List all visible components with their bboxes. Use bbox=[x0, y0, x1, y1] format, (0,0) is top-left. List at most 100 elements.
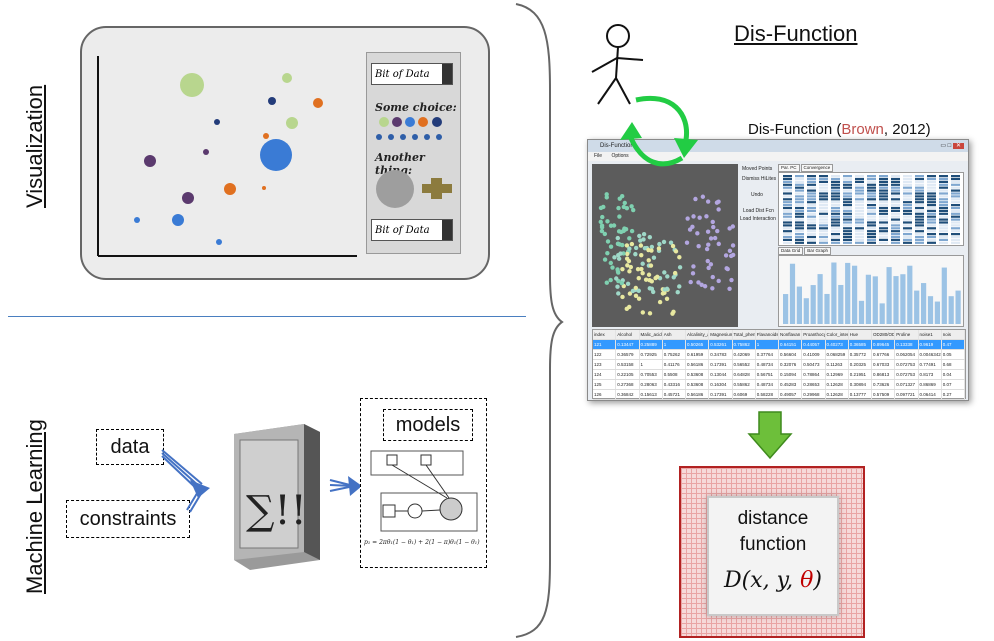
grid-cell[interactable]: 0.12628 bbox=[826, 390, 849, 399]
choice-option[interactable] bbox=[405, 117, 415, 127]
grid-cell[interactable]: 0.21951 bbox=[849, 370, 872, 379]
grid-cell[interactable]: 0.25889 bbox=[640, 340, 663, 349]
grid-cell[interactable]: 0.37764 bbox=[756, 350, 779, 359]
tab-data-grid[interactable]: Data Grid bbox=[778, 247, 804, 255]
grid-cell[interactable]: 0.16304 bbox=[709, 380, 733, 389]
grid-cell[interactable]: 0.17391 bbox=[709, 390, 733, 399]
tab-convergence[interactable]: Convergence bbox=[800, 164, 834, 172]
tab-bar-graph[interactable]: Bar Graph bbox=[804, 247, 832, 255]
grid-cell[interactable]: 0.73626 bbox=[872, 380, 896, 389]
choice-option[interactable] bbox=[379, 117, 389, 127]
grid-header-cell[interactable]: Total_phen bbox=[733, 330, 756, 339]
grid-header-cell[interactable]: noise1 bbox=[919, 330, 942, 339]
grid-cell[interactable]: 0.071327 bbox=[895, 380, 919, 389]
grid-cell[interactable]: 0.22105 bbox=[616, 370, 640, 379]
tab-par-pc[interactable]: Par. PC bbox=[778, 164, 800, 172]
grid-cell[interactable]: 0.29968 bbox=[802, 390, 826, 399]
grid-cell[interactable]: 0.28653 bbox=[802, 380, 826, 389]
grid-cell[interactable]: 0.50265 bbox=[686, 340, 710, 349]
size-option[interactable] bbox=[388, 134, 394, 140]
grid-cell[interactable]: 0.56604 bbox=[779, 350, 803, 359]
grid-cell[interactable]: 125 bbox=[593, 380, 617, 389]
size-option[interactable] bbox=[400, 134, 406, 140]
grid-cell[interactable]: 0.28063 bbox=[640, 380, 663, 389]
grid-cell[interactable]: 0.34783 bbox=[709, 350, 733, 359]
menu-file[interactable]: File bbox=[594, 153, 603, 159]
grid-cell[interactable]: 0.77491 bbox=[919, 360, 942, 369]
grid-cell[interactable]: 0.17391 bbox=[709, 360, 733, 369]
grid-cell[interactable]: 0.48734 bbox=[756, 360, 779, 369]
grid-cell[interactable]: 0.36579 bbox=[616, 350, 640, 359]
grid-cell[interactable]: 0.097721 bbox=[895, 390, 919, 399]
grid-cell[interactable]: 0.11263 bbox=[826, 360, 849, 369]
grid-cell[interactable]: 122 bbox=[593, 350, 617, 359]
grid-header-cell[interactable]: OD280/OD bbox=[873, 330, 896, 339]
minimize-icon[interactable]: ▭ bbox=[940, 143, 946, 149]
grid-cell[interactable]: 0.64151 bbox=[779, 340, 803, 349]
grid-cell[interactable]: 0.53608 bbox=[686, 380, 710, 389]
maximize-icon[interactable]: □ bbox=[947, 143, 952, 149]
grid-cell[interactable]: 0.56552 bbox=[733, 360, 756, 369]
grid-header-cell[interactable]: Proline bbox=[895, 330, 919, 339]
grid-cell[interactable]: 0.5508 bbox=[663, 370, 686, 379]
choice-option[interactable] bbox=[418, 117, 428, 127]
dismiss-hilites-button[interactable]: Dismiss HiLites bbox=[742, 176, 777, 182]
grid-cell[interactable]: 0.8173 bbox=[919, 370, 942, 379]
grid-cell[interactable]: 123 bbox=[593, 360, 617, 369]
grid-cell[interactable]: 0.07 bbox=[942, 380, 965, 389]
grid-cell[interactable]: 0.13447 bbox=[616, 340, 640, 349]
grid-cell[interactable]: 0.48734 bbox=[756, 380, 779, 389]
grid-cell[interactable]: 0.12628 bbox=[826, 380, 849, 389]
grid-header-cell[interactable]: Proanthocy bbox=[803, 330, 826, 339]
grid-cell[interactable]: 0.27 bbox=[942, 390, 965, 399]
slider-knob[interactable] bbox=[442, 64, 452, 84]
grid-cell[interactable]: 0.06414 bbox=[919, 390, 942, 399]
grid-cell[interactable]: 0.89645 bbox=[872, 340, 896, 349]
grid-header-cell[interactable]: Ash bbox=[663, 330, 686, 339]
grid-header-cell[interactable]: Magnesium bbox=[710, 330, 733, 339]
grid-cell[interactable]: 0.32076 bbox=[779, 360, 803, 369]
grid-cell[interactable]: 0.068259 bbox=[826, 350, 849, 359]
toggle-handle[interactable] bbox=[431, 178, 442, 199]
grid-cell[interactable]: 0.45721 bbox=[663, 390, 686, 399]
grid-header-cell[interactable]: Alcalinity_a bbox=[687, 330, 710, 339]
grid-cell[interactable]: 0.58228 bbox=[756, 390, 779, 399]
grid-cell[interactable]: 0.45283 bbox=[779, 380, 803, 389]
menu-options[interactable]: Options bbox=[611, 153, 629, 159]
grid-cell[interactable]: 0.50473 bbox=[802, 360, 826, 369]
load-interaction-button[interactable]: Load Interaction bbox=[740, 216, 776, 222]
grid-cell[interactable]: 0.13777 bbox=[849, 390, 872, 399]
grid-header-cell[interactable]: Flavanoids bbox=[756, 330, 779, 339]
grid-cell[interactable]: 1 bbox=[640, 360, 663, 369]
grid-cell[interactable]: 124 bbox=[593, 370, 617, 379]
grid-header-cell[interactable]: Hue bbox=[849, 330, 872, 339]
grid-cell[interactable]: 0.53158 bbox=[616, 360, 640, 369]
grid-cell[interactable]: 0.15094 bbox=[779, 370, 803, 379]
grid-cell[interactable]: 0.12969 bbox=[826, 370, 849, 379]
grid-cell[interactable]: 0.53608 bbox=[686, 370, 710, 379]
slider-bit-of-data-bottom[interactable]: Bit of Data bbox=[371, 219, 453, 241]
grid-header-cell[interactable]: index bbox=[593, 330, 617, 339]
grid-cell[interactable]: 126 bbox=[593, 390, 617, 399]
grid-cell[interactable]: 121 bbox=[593, 340, 617, 349]
grid-cell[interactable]: 0.67766 bbox=[872, 350, 896, 359]
undo-button[interactable]: Undo bbox=[751, 192, 763, 198]
grid-cell[interactable]: 0.27368 bbox=[616, 380, 640, 389]
grid-cell[interactable]: 0.42069 bbox=[733, 350, 756, 359]
grid-cell[interactable]: 1 bbox=[756, 340, 779, 349]
choice-option[interactable] bbox=[392, 117, 402, 127]
grid-cell[interactable]: 0.49057 bbox=[779, 390, 803, 399]
size-option[interactable] bbox=[424, 134, 430, 140]
grid-cell[interactable]: 0.68 bbox=[942, 360, 965, 369]
moved-points-button[interactable]: Moved Points bbox=[742, 166, 773, 172]
size-option[interactable] bbox=[412, 134, 418, 140]
grid-cell[interactable]: 0.86813 bbox=[872, 370, 896, 379]
slider-bit-of-data-top[interactable]: Bit of Data bbox=[371, 63, 453, 85]
grid-header-cell[interactable]: Alcohol bbox=[616, 330, 640, 339]
size-option[interactable] bbox=[436, 134, 442, 140]
grid-cell[interactable]: 0.04 bbox=[942, 370, 965, 379]
